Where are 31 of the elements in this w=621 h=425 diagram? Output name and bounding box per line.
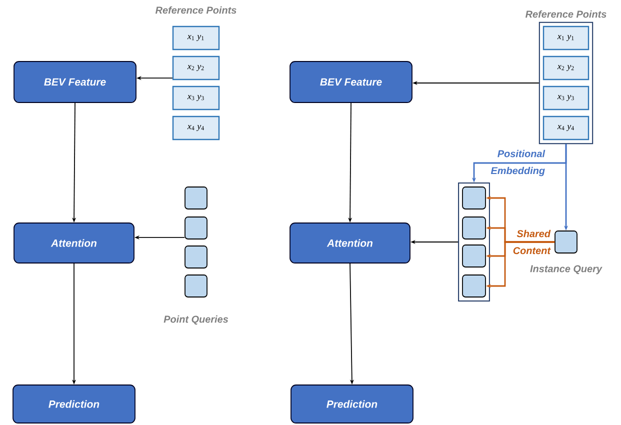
query-box bbox=[462, 216, 486, 240]
coordinate-cell: x$_{3}$ y$_{3}$ bbox=[542, 86, 590, 110]
process-box: Attention bbox=[290, 222, 410, 264]
query-box bbox=[184, 246, 208, 268]
edge-label: Shared Content bbox=[513, 230, 551, 254]
query-box bbox=[462, 244, 486, 268]
query-box bbox=[184, 186, 208, 210]
edge-label: Positional Embedding bbox=[490, 150, 546, 176]
query-box bbox=[554, 230, 578, 254]
group-frame bbox=[538, 22, 594, 144]
group-frame bbox=[458, 182, 490, 302]
heading: Reference Points bbox=[155, 6, 236, 14]
heading: Reference Points bbox=[525, 10, 606, 18]
query-box bbox=[462, 274, 486, 298]
coordinate-cell: x$_{2}$ y$_{2}$ bbox=[542, 56, 590, 80]
coordinate-cell: x$_{1}$ y$_{1}$ bbox=[542, 26, 590, 50]
coordinate-cell: x$_{3}$ y$_{3}$ bbox=[172, 86, 220, 110]
coordinate-cell: x$_{2}$ y$_{2}$ bbox=[172, 56, 220, 80]
process-box: BEV Feature bbox=[14, 61, 136, 103]
heading: Point Queries bbox=[164, 315, 228, 325]
process-box: BEV Feature bbox=[290, 61, 412, 103]
process-box: Prediction bbox=[290, 384, 414, 424]
query-box bbox=[184, 216, 208, 240]
coordinate-cell: x$_{1}$ y$_{1}$ bbox=[172, 26, 220, 50]
query-box bbox=[462, 186, 486, 210]
node-label: Instance Query bbox=[530, 265, 602, 274]
process-box: Prediction bbox=[12, 384, 136, 424]
coordinate-cell: x$_{4}$ y$_{4}$ bbox=[172, 116, 220, 140]
query-box bbox=[184, 274, 208, 298]
coordinate-cell: x$_{4}$ y$_{4}$ bbox=[542, 116, 590, 140]
process-box: Attention bbox=[14, 222, 134, 264]
